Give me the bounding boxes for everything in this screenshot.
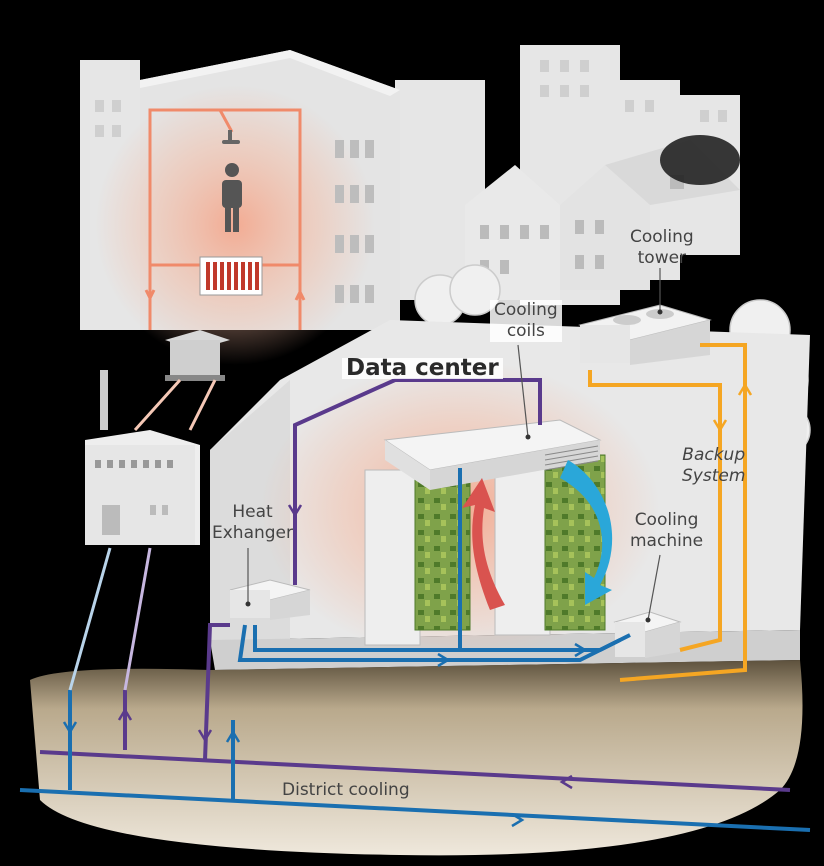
server-racks	[364, 419, 606, 646]
hot-air-arrow	[462, 478, 505, 610]
power-plant	[85, 370, 200, 545]
person-figure	[222, 163, 242, 232]
cold-pipes	[19, 468, 811, 832]
data-center-title: Data center	[342, 357, 503, 380]
ground	[30, 660, 803, 856]
shower-head	[222, 130, 240, 144]
rooftop-faint-pipes	[133, 378, 217, 432]
district-cooling-label: District cooling	[282, 780, 410, 800]
cooling-tower-unit	[578, 304, 712, 365]
radiator	[199, 256, 263, 296]
callout-lines	[247, 268, 661, 621]
heat-exchanger-label: Heat Exhanger	[212, 502, 294, 543]
cooling-machine-label: Cooling machine	[630, 510, 704, 551]
plant-pipes	[68, 547, 152, 691]
cool-air-arrow	[560, 460, 613, 605]
skyline-windows	[95, 60, 727, 137]
rooftop-unit	[165, 330, 230, 381]
backup-pipes	[588, 343, 747, 682]
apartment-building	[95, 50, 400, 381]
callout-dots	[245, 309, 663, 623]
cooling-coils-label: Cooling coils	[490, 300, 562, 342]
cooling-machine-box	[613, 611, 682, 658]
cooling-tower-label: Cooling tower	[630, 227, 694, 268]
houses	[465, 135, 740, 300]
return-pipes	[39, 378, 791, 792]
backup-system-label: Backup System	[682, 445, 746, 486]
flow-arrows	[62, 382, 753, 828]
